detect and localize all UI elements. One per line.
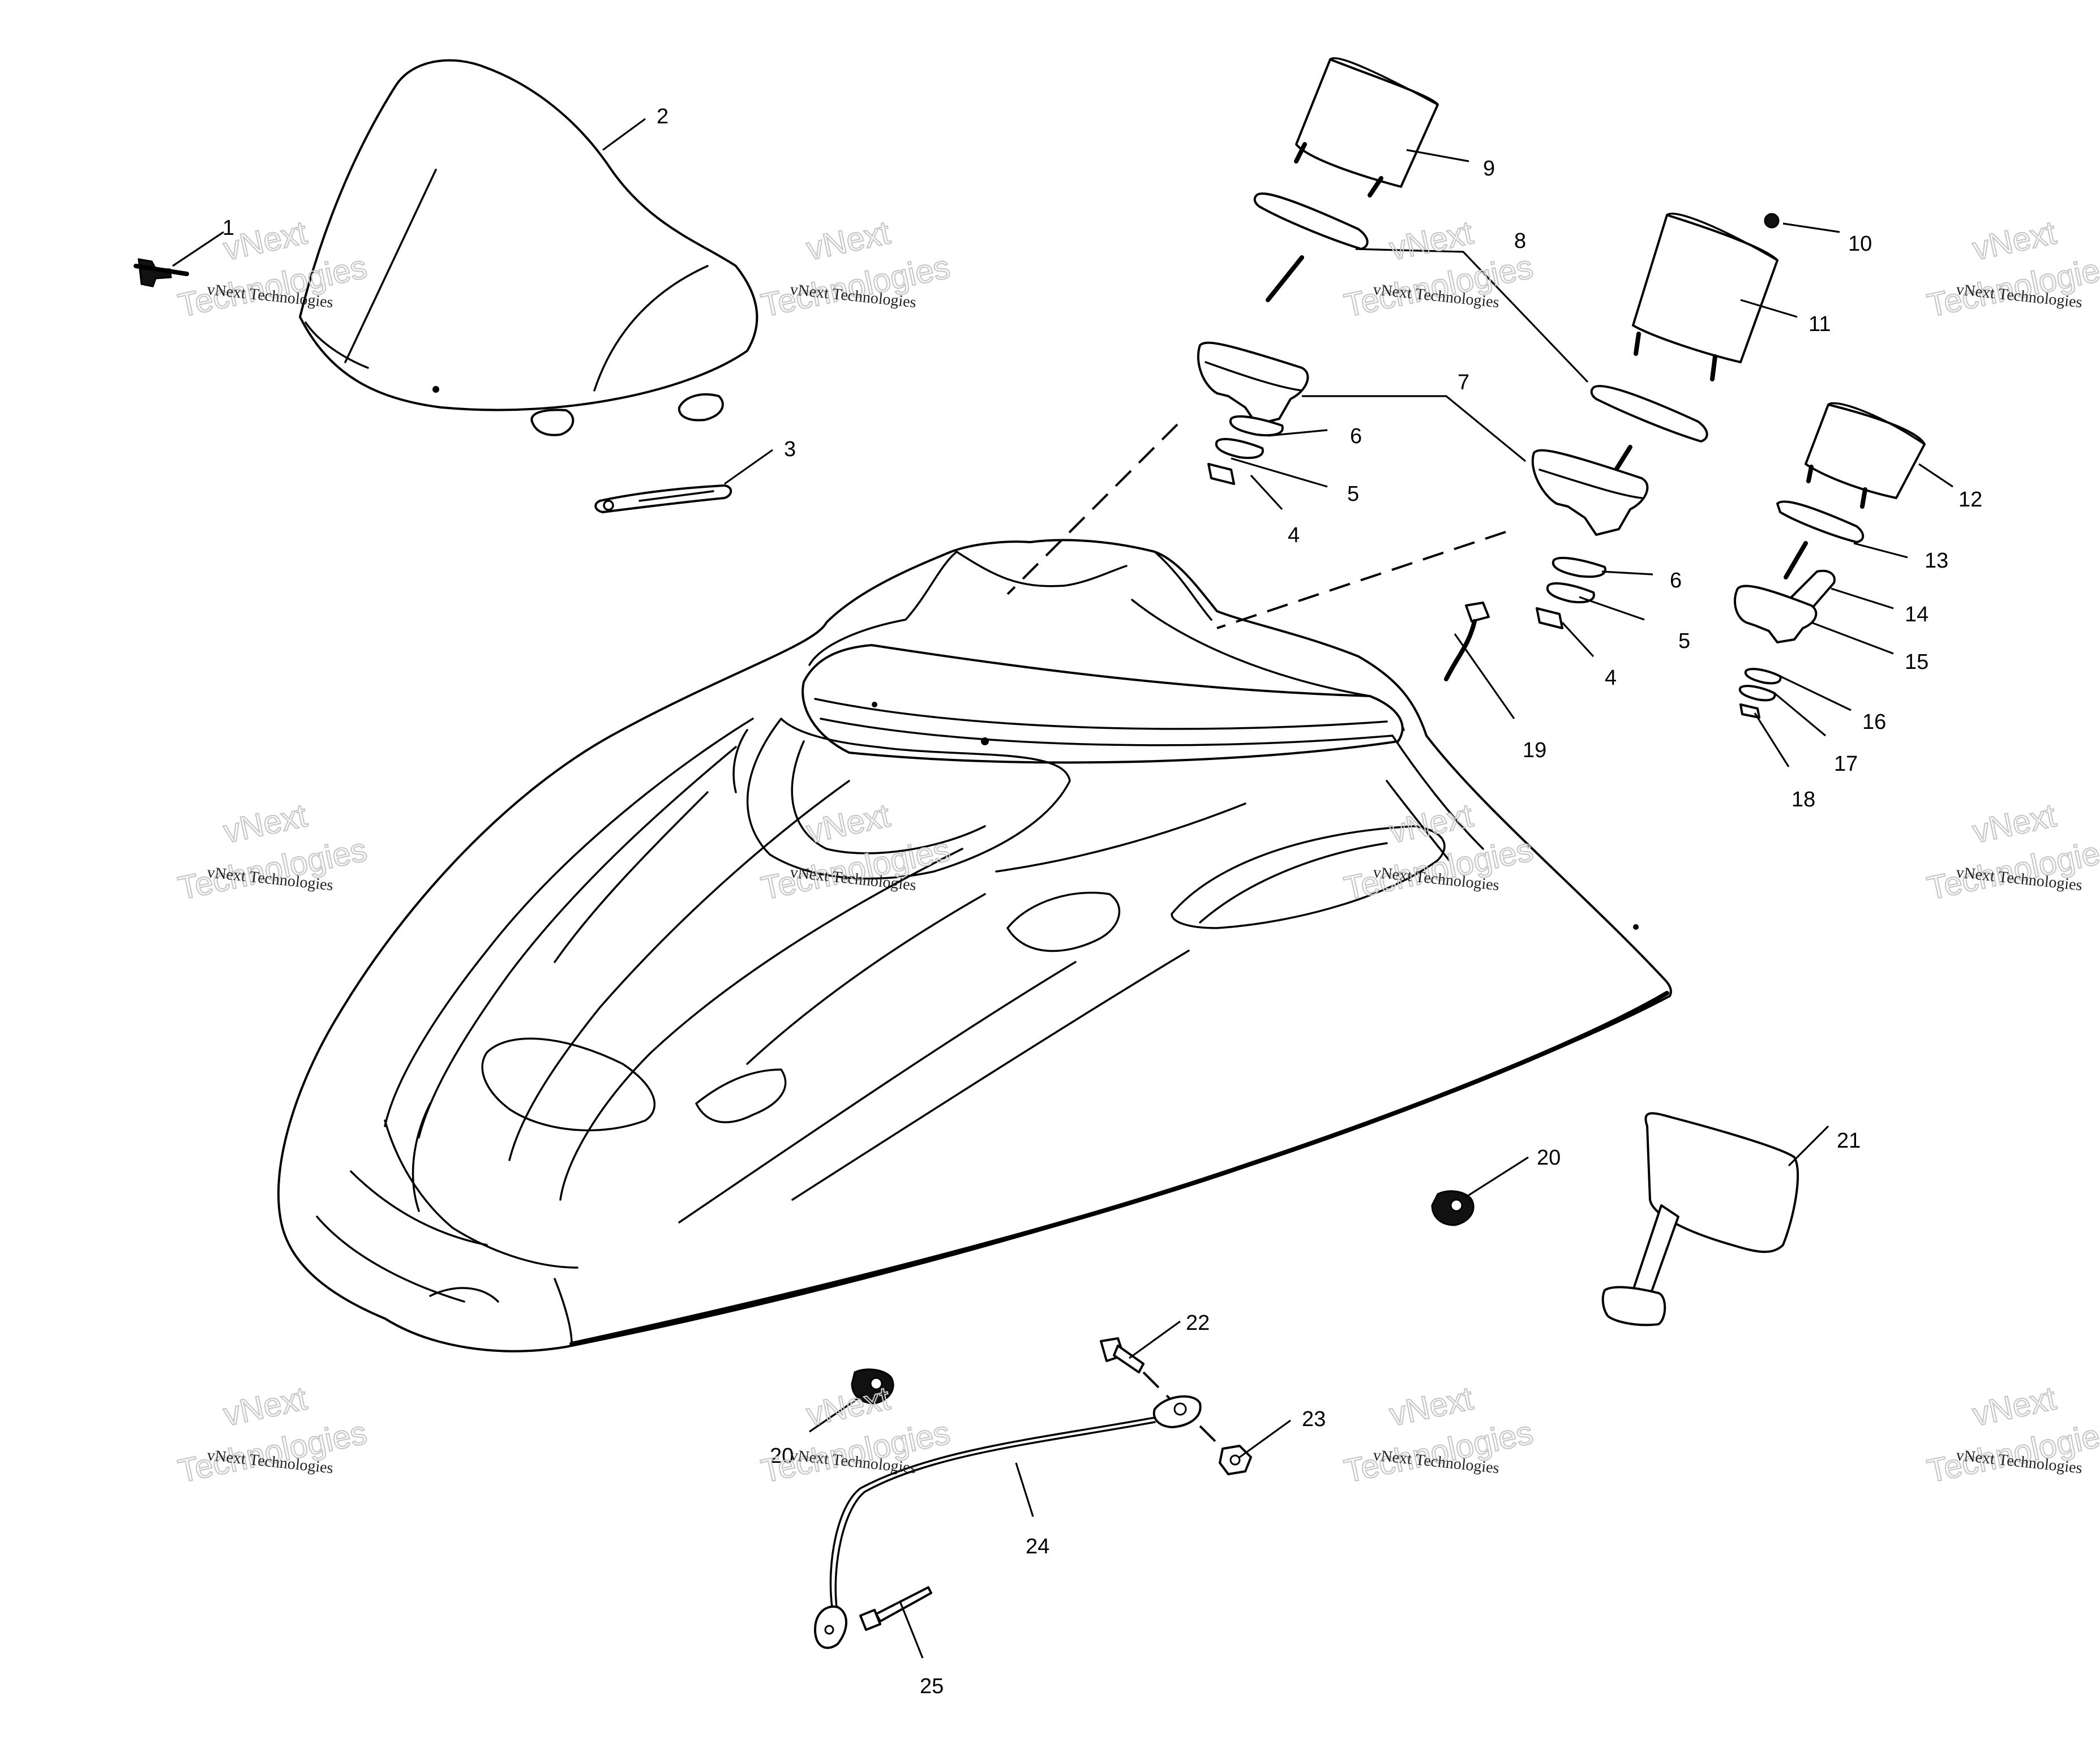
- rivet-part-25: [859, 1586, 932, 1631]
- bolt-part-22: [1100, 1337, 1173, 1402]
- callout-16: 16: [1862, 710, 1886, 734]
- callout-20b: 20: [770, 1444, 794, 1468]
- nut-part-23: [1199, 1425, 1252, 1475]
- callout-7: 7: [1458, 371, 1469, 394]
- callout-4b: 4: [1605, 666, 1617, 690]
- svg-text:Technologies: Technologies: [175, 831, 370, 907]
- watermark: vNext Technologies vNext Technologies: [1923, 1379, 2100, 1491]
- callout-5b: 5: [1678, 629, 1690, 653]
- callout-13: 13: [1925, 549, 1948, 573]
- svg-text:vNext: vNext: [1386, 1380, 1476, 1433]
- leader-lines: [172, 118, 1953, 1659]
- callout-6b: 6: [1670, 569, 1682, 592]
- strap-part-3: [594, 484, 732, 513]
- leader-dash-2: [1216, 531, 1506, 629]
- callout-10: 10: [1848, 232, 1872, 256]
- callout-9: 9: [1483, 157, 1495, 181]
- callout-21: 21: [1837, 1129, 1861, 1153]
- callout-17: 17: [1834, 752, 1858, 776]
- callout-25: 25: [920, 1674, 944, 1698]
- hood: [277, 539, 1672, 1352]
- callout-20a: 20: [1537, 1146, 1561, 1170]
- svg-text:vNext: vNext: [220, 1380, 310, 1433]
- tether-part-24: [814, 1395, 1202, 1649]
- watermark: vNext Technologies vNext Technologies: [1340, 1379, 1537, 1491]
- gauge-stack-2: [1531, 212, 1780, 629]
- screw-part-1: [134, 258, 189, 287]
- callout-22: 22: [1186, 1311, 1210, 1335]
- svg-text:Technologies: Technologies: [1341, 1414, 1536, 1490]
- svg-text:Technologies: Technologies: [758, 1414, 953, 1490]
- mirror-part-21: [1601, 1112, 1799, 1326]
- callout-14: 14: [1905, 603, 1928, 626]
- watermark: vNext Technologies vNext Technologies: [1923, 796, 2100, 908]
- callout-3: 3: [784, 437, 796, 461]
- callout-1: 1: [222, 216, 234, 240]
- gauge-stack-3: [1734, 402, 1926, 719]
- callout-24: 24: [1026, 1535, 1049, 1558]
- svg-text:vNext: vNext: [1386, 214, 1476, 267]
- watermark: vNext Technologies vNext Technologies: [1923, 213, 2100, 325]
- callout-6a: 6: [1350, 424, 1362, 448]
- watermark: vNext Technologies vNext Technologies: [174, 796, 371, 908]
- gauge-stack-1: [1197, 57, 1439, 485]
- callout-numbers: 1 2 3 4 5 6 7 8 9 10 11 4 5 6 12 13 14 1…: [222, 105, 1982, 1698]
- callout-8: 8: [1514, 229, 1526, 253]
- svg-text:Technologies: Technologies: [1341, 248, 1536, 324]
- wire-part-19: [1444, 602, 1490, 681]
- svg-text:vNext: vNext: [1969, 214, 2059, 267]
- windshield: [299, 59, 758, 436]
- leader-dash-1: [1006, 423, 1178, 595]
- svg-text:Technologies: Technologies: [758, 248, 953, 324]
- callout-18: 18: [1792, 788, 1815, 811]
- svg-text:vNext: vNext: [803, 214, 893, 267]
- watermark: vNext Technologies vNext Technologies: [757, 213, 954, 325]
- callout-12: 12: [1958, 488, 1982, 512]
- callout-11: 11: [1808, 312, 1831, 336]
- callout-19: 19: [1523, 738, 1546, 762]
- clip-part-20-a: [1431, 1190, 1475, 1226]
- svg-text:vNext: vNext: [803, 1380, 893, 1433]
- watermark: vNext Technologies vNext Technologies: [757, 1379, 954, 1491]
- svg-text:vNext: vNext: [220, 797, 310, 850]
- callout-15: 15: [1905, 650, 1928, 674]
- callout-5a: 5: [1347, 482, 1359, 506]
- svg-text:vNext: vNext: [1969, 797, 2059, 850]
- watermark: vNext Technologies vNext Technologies: [174, 1379, 371, 1491]
- svg-text:vNext: vNext: [1969, 1380, 2059, 1433]
- callout-4a: 4: [1288, 523, 1300, 547]
- svg-text:Technologies: Technologies: [175, 1414, 370, 1490]
- callout-23: 23: [1302, 1407, 1326, 1431]
- watermark: vNext Technologies vNext Technologies: [1340, 213, 1537, 325]
- callout-2: 2: [657, 105, 668, 128]
